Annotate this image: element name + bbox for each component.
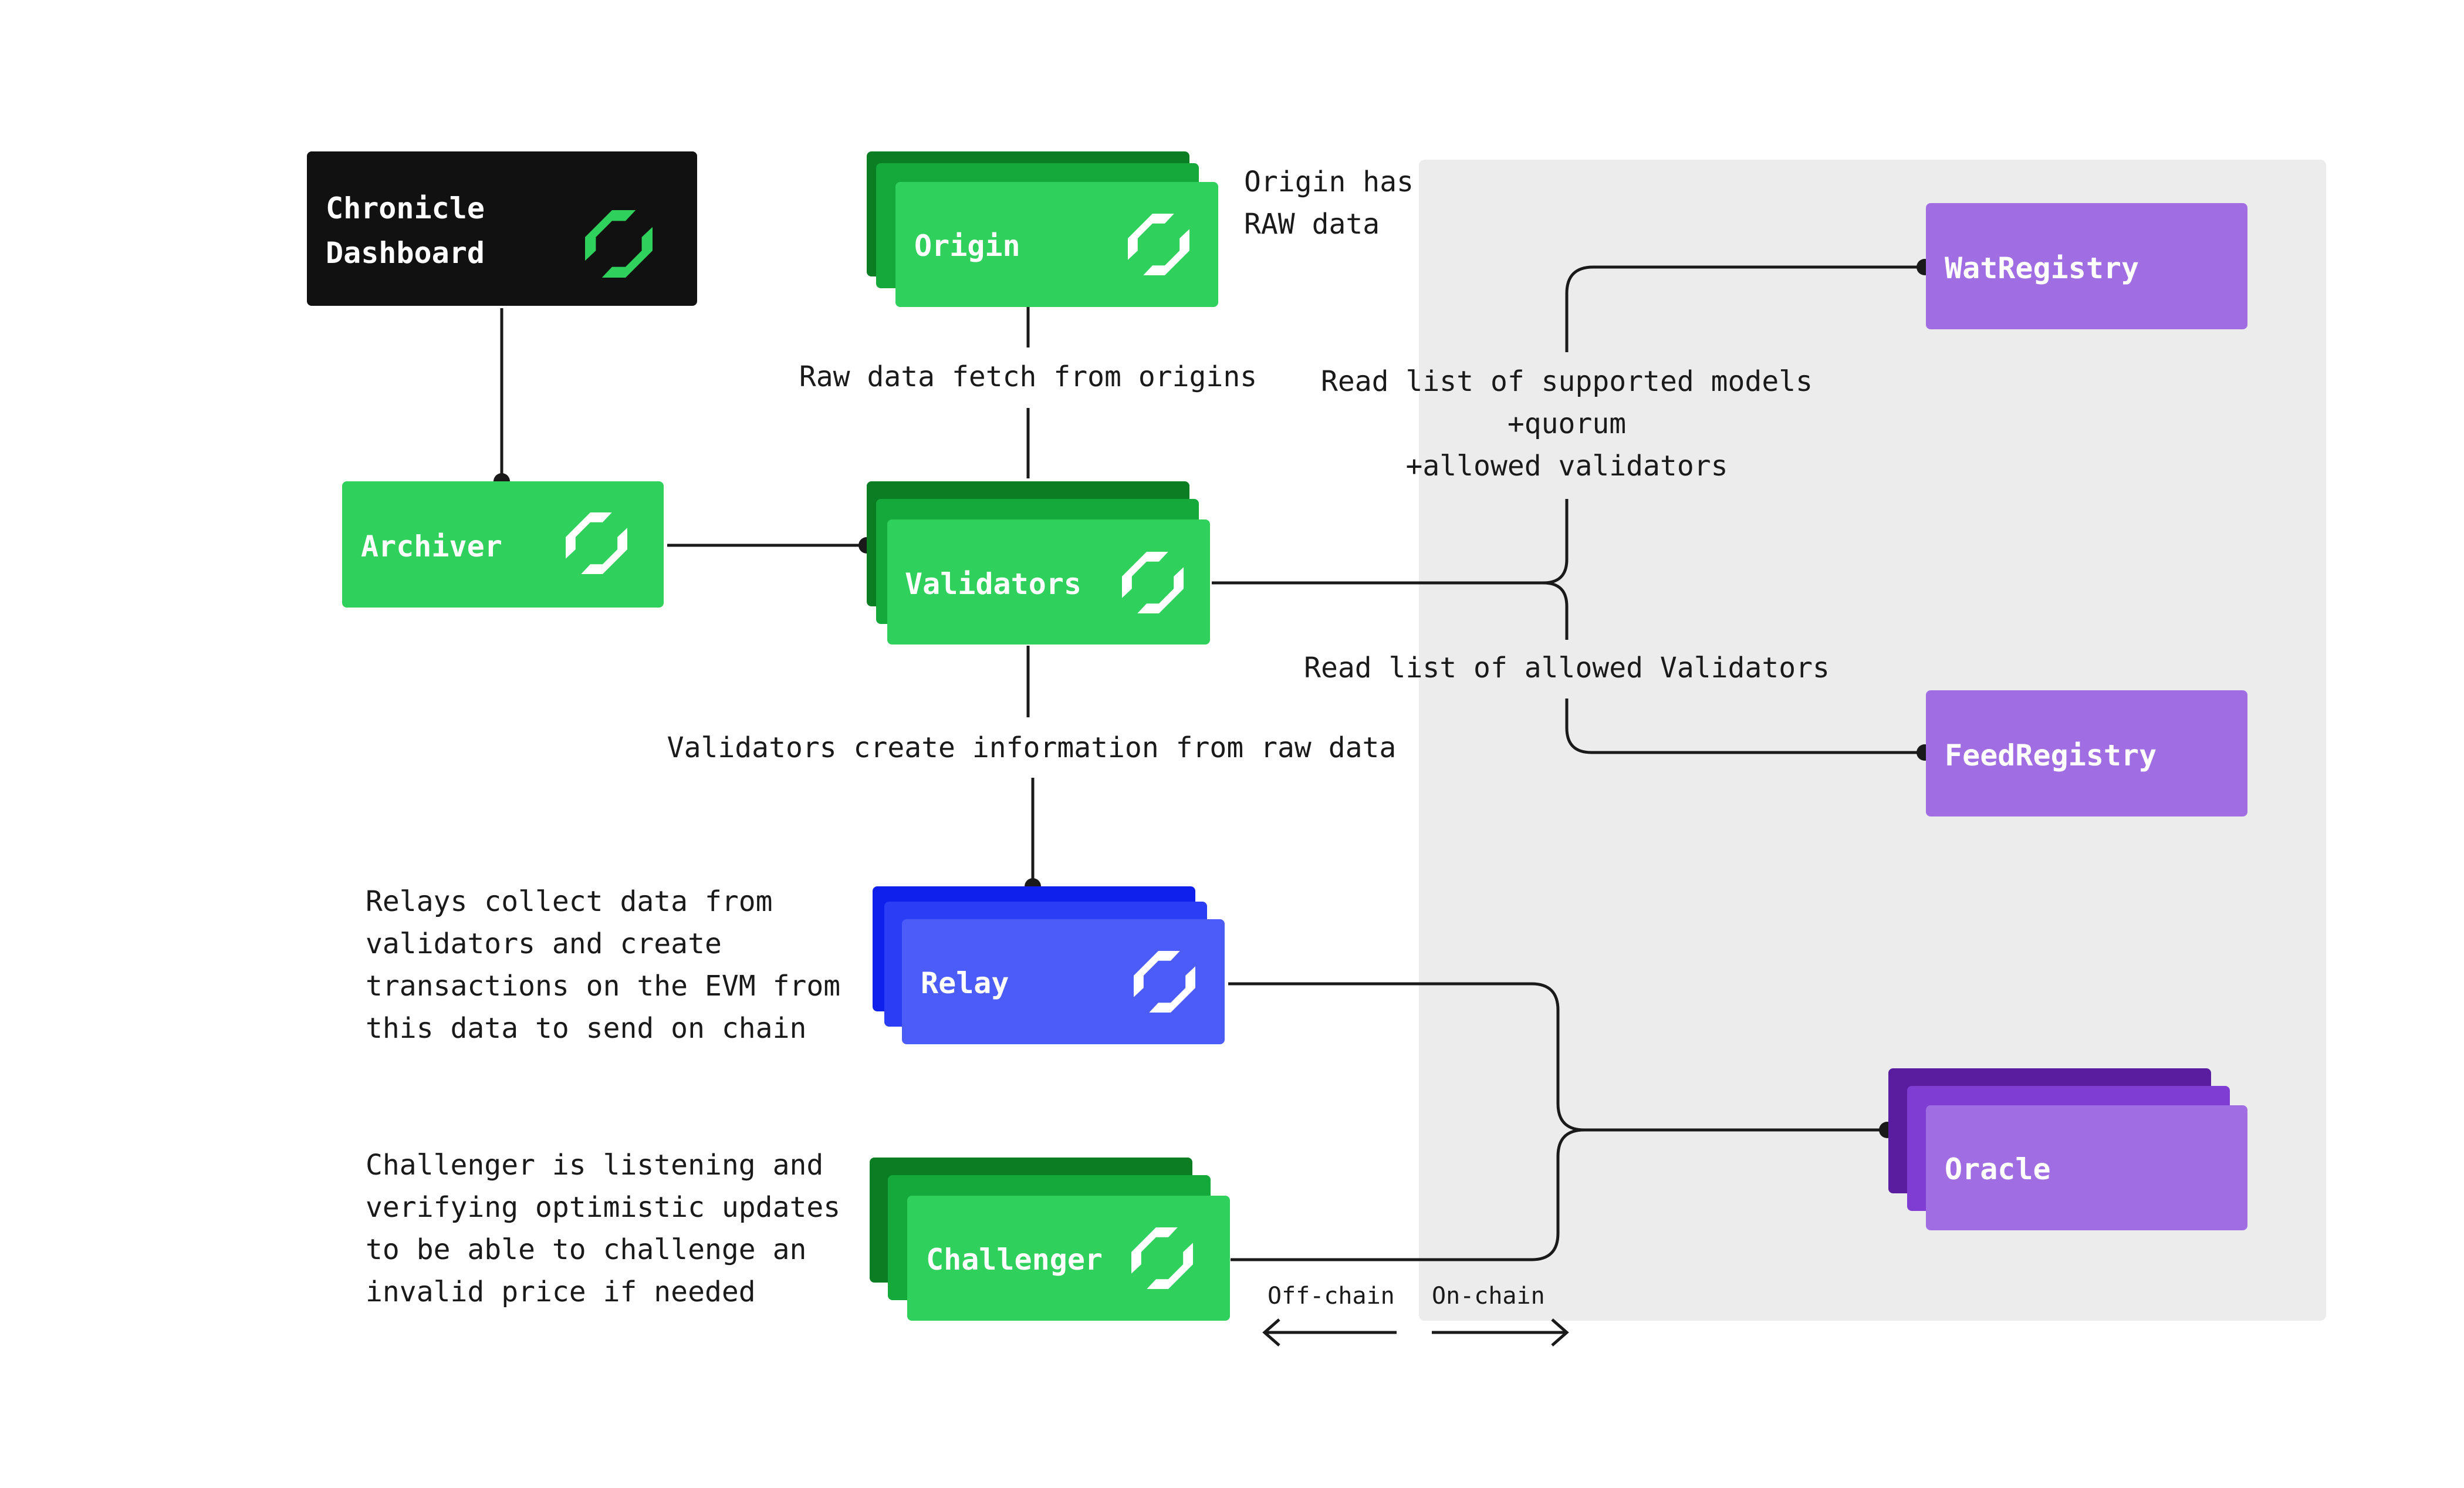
node-origin[interactable]: Origin — [867, 151, 1218, 307]
connector-challenger-oracle — [1231, 1128, 1585, 1261]
onchain-zone — [1419, 160, 2326, 1321]
note-challenger-line2: verifying optimistic updates — [366, 1191, 840, 1224]
connector-watregistry — [1565, 265, 1925, 352]
note-validators-create: Validators create information from raw d… — [667, 731, 1397, 764]
note-relays-line3: transactions on the EVM from — [366, 970, 840, 1003]
note-relays-line4: this data to send on chain — [366, 1012, 806, 1045]
node-relay[interactable]: Relay — [873, 886, 1225, 1044]
node-archiver[interactable]: Archiver — [342, 481, 664, 608]
node-chronicle-dashboard[interactable]: Chronicle Dashboard — [307, 151, 697, 306]
dashboard-card — [307, 151, 697, 306]
feedregistry-card — [1926, 690, 2247, 816]
annotations: Origin has RAW data Raw data fetch from … — [366, 166, 1830, 1308]
node-oracle[interactable]: Oracle — [1888, 1068, 2247, 1230]
feedregistry-label: FeedRegistry — [1945, 738, 2157, 772]
note-read-models-line3: +allowed validators — [1405, 450, 1728, 482]
watregistry-card — [1926, 203, 2247, 329]
note-relays-line1: Relays collect data from — [366, 885, 773, 918]
legend-offchain-label: Off-chain — [1268, 1283, 1395, 1310]
dashboard-title-line1: Chronicle — [326, 191, 485, 225]
validators-card-front — [887, 519, 1210, 645]
origin-label: Origin — [914, 229, 1020, 263]
validators-label: Validators — [905, 567, 1081, 601]
watregistry-label: WatRegistry — [1945, 251, 2139, 285]
note-raw-fetch: Raw data fetch from origins — [799, 360, 1257, 393]
note-origin-raw-line2: RAW data — [1244, 208, 1380, 241]
node-challenger[interactable]: Challenger — [870, 1158, 1230, 1321]
connector-feedregistry-upper — [1543, 581, 1569, 640]
note-origin-raw-line1: Origin has — [1244, 166, 1414, 198]
relay-card-front — [902, 919, 1225, 1044]
note-read-models-line1: Read list of supported models — [1321, 365, 1813, 398]
node-watregistry[interactable]: WatRegistry — [1926, 203, 2247, 329]
connector-feedregistry — [1565, 699, 1925, 754]
node-validators[interactable]: Validators — [867, 481, 1210, 645]
connector-lines — [500, 265, 1925, 1261]
arrow-right-icon — [1432, 1318, 1569, 1347]
oracle-label: Oracle — [1945, 1152, 2051, 1186]
oracle-card-front — [1926, 1105, 2247, 1230]
note-challenger-line1: Challenger is listening and — [366, 1149, 823, 1182]
note-read-validators: Read list of allowed Validators — [1304, 652, 1830, 684]
connector-relay-oracle — [1228, 982, 1887, 1132]
challenger-label: Challenger — [926, 1243, 1103, 1277]
note-challenger-line4: invalid price if needed — [366, 1276, 756, 1308]
note-challenger-line3: to be able to challenge an — [366, 1233, 806, 1266]
legend-onchain-label: On-chain — [1432, 1283, 1545, 1310]
note-read-models-line2: +quorum — [1508, 407, 1626, 440]
note-relays-line2: validators and create — [366, 927, 722, 960]
archiver-label: Archiver — [361, 529, 502, 564]
node-feedregistry[interactable]: FeedRegistry — [1926, 690, 2247, 816]
relay-label: Relay — [921, 966, 1009, 1000]
archiver-card — [342, 481, 664, 608]
origin-card-front — [895, 182, 1218, 307]
challenger-card-front — [907, 1196, 1230, 1321]
arrow-left-icon — [1262, 1318, 1397, 1347]
dashboard-title-line2: Dashboard — [326, 236, 485, 270]
chain-legend: Off-chain On-chain — [1262, 1283, 1569, 1347]
